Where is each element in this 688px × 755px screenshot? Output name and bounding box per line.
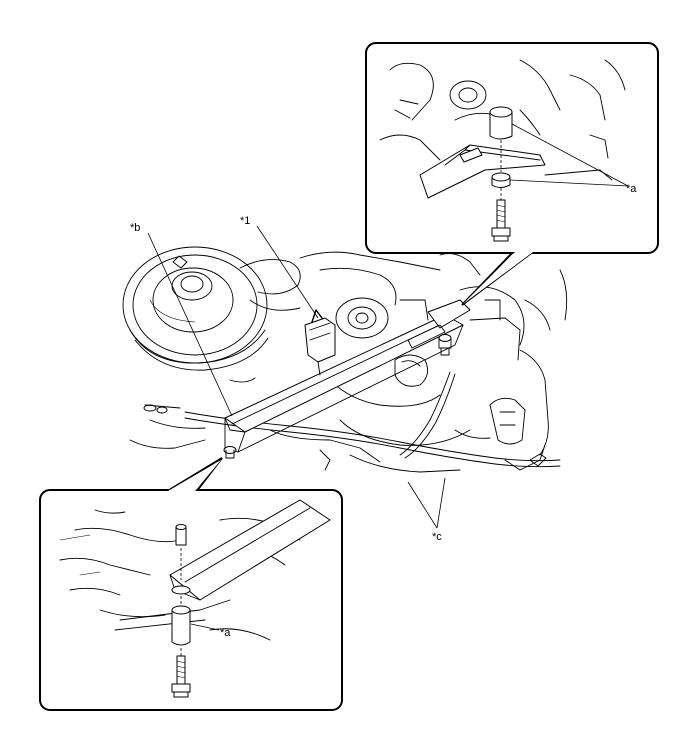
leader-c-1 (407, 481, 438, 529)
detail-inset-bottom: *a (39, 457, 343, 711)
callout-a-top: *a (626, 183, 637, 195)
callout-c: *c (432, 531, 442, 543)
stay-bar (223, 299, 471, 459)
engine-background (129, 251, 568, 473)
leader-b (147, 232, 233, 417)
detail-inset-top: *a (365, 42, 659, 306)
leader-c-2 (436, 477, 446, 529)
leader-a-top-2 (509, 179, 629, 187)
callout-1: *1 (240, 215, 250, 227)
leader-1 (256, 225, 319, 319)
leader-a-top-1 (511, 123, 629, 187)
clamp-1 (304, 309, 336, 376)
callout-a-bottom: *a (220, 627, 231, 639)
callout-b: *b (130, 222, 140, 234)
main-illustration: *b *1 *c (122, 215, 568, 543)
pulley (122, 246, 269, 371)
leader-a-bottom (190, 623, 220, 631)
